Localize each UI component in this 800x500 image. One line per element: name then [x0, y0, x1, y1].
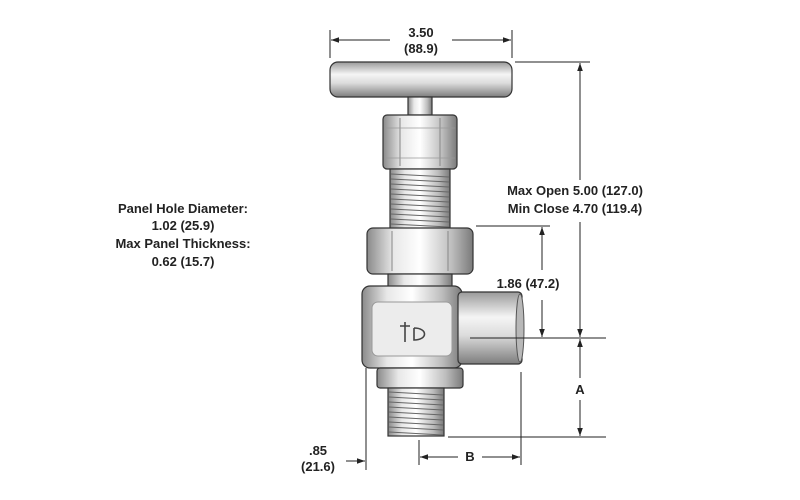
thread-line [388, 416, 444, 421]
thread-line [388, 426, 444, 431]
panel-hole-diameter-label: Panel Hole Diameter: [117, 201, 249, 216]
thread-line [390, 208, 450, 213]
thread-line [390, 198, 450, 203]
thread-line [390, 213, 450, 218]
manufacturer-logo-mark [400, 322, 426, 342]
valve-illustration [329, 61, 525, 437]
max-panel-thickness-value: 0.62 (15.7) [151, 254, 215, 269]
panel-offset-mm-label: (21.6) [301, 459, 335, 474]
dimension-b-label: B [465, 449, 474, 464]
thread-line [388, 391, 444, 396]
thread-line [390, 183, 450, 188]
max-open-label: Max Open 5.00 (127.0) [507, 183, 643, 198]
dimension-a: A [448, 339, 606, 438]
thread-line [390, 203, 450, 208]
panel-nut [366, 227, 474, 275]
thread-line [390, 218, 450, 223]
thread-line [390, 193, 450, 198]
port-height-dimension: 1.86 (47.2) [476, 225, 560, 337]
dimension-b: B [418, 372, 522, 465]
thread-line [388, 411, 444, 416]
thread-line [390, 188, 450, 193]
dimension-a-label: A [575, 382, 585, 397]
thread-line [390, 173, 450, 178]
side-outlet-port [457, 291, 525, 365]
port-height-label: 1.86 (47.2) [497, 276, 560, 291]
thread-line [388, 431, 444, 436]
thread-line [388, 406, 444, 411]
valve-body [361, 285, 463, 369]
thread-line [388, 396, 444, 401]
panel-offset-inches-label: .85 [309, 443, 327, 458]
width-mm-label: (88.9) [404, 41, 438, 56]
width-inches-label: 3.50 [408, 25, 433, 40]
overall-height-dimension: Max Open 5.00 (127.0) Min Close 4.70 (11… [470, 61, 643, 339]
lower-hex [376, 367, 464, 389]
male-pipe-thread [387, 387, 445, 437]
thread-line [388, 401, 444, 406]
panel-hole-diameter-value: 1.02 (25.9) [151, 218, 215, 233]
min-close-label: Min Close 4.70 (119.4) [508, 201, 642, 216]
panel-offset-dimension: .85 (21.6) [301, 368, 367, 474]
t-handle [329, 61, 513, 98]
thread-line [388, 421, 444, 426]
thread-line [390, 178, 450, 183]
thread-line [390, 223, 450, 228]
threaded-bonnet [389, 168, 451, 233]
max-panel-thickness-label: Max Panel Thickness: [115, 236, 251, 251]
handle-stem [407, 96, 433, 116]
width-dimension: 3.50 (88.9) [329, 25, 513, 58]
packing-nut [382, 114, 458, 170]
